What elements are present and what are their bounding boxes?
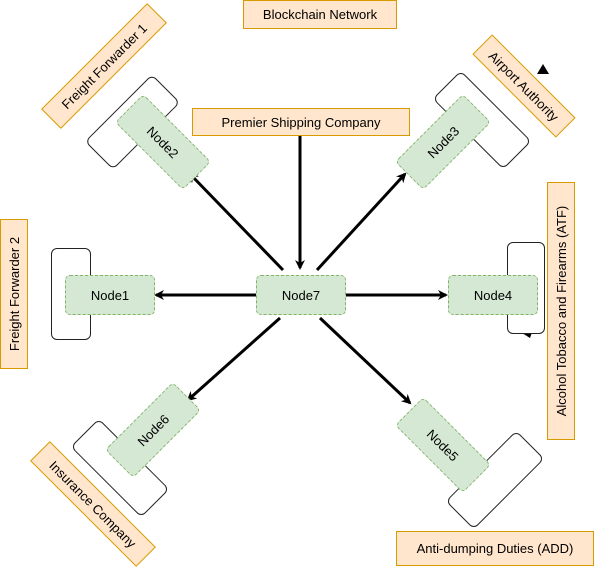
node-7[interactable]: Node7 [256, 275, 346, 315]
org-label-atf: Alcohol Tobacco and Firearms (ATF) [547, 182, 575, 440]
diagram-title: Blockchain Network [243, 0, 397, 29]
org-label-premier-shipping: Premier Shipping Company [192, 108, 410, 136]
small-arrow-icon [537, 64, 549, 74]
org-label-freight-forwarder-2: Freight Forwarder 2 [0, 219, 28, 369]
node-4[interactable]: Node4 [448, 275, 538, 315]
arrow-node7-to-node2 [188, 172, 285, 272]
arrow-node7-to-node3 [315, 172, 407, 272]
arrow-node7-to-node5 [318, 316, 412, 405]
org-label-add: Anti-dumping Duties (ADD) [396, 531, 594, 566]
arrow-node7-to-node6 [186, 316, 281, 402]
node-1[interactable]: Node1 [65, 275, 155, 315]
